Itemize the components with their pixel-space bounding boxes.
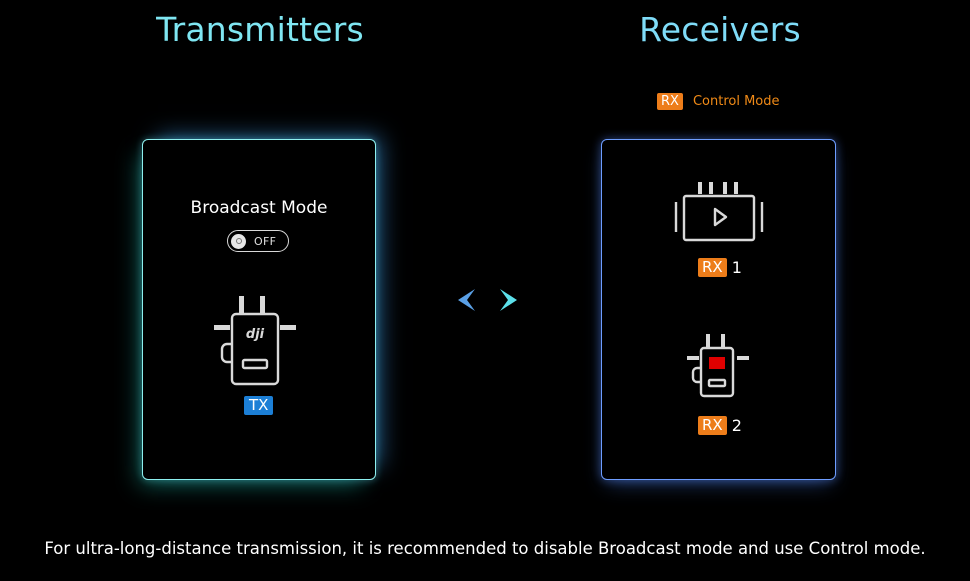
toggle-knob (231, 233, 246, 249)
chevron-left-icon[interactable] (455, 288, 477, 312)
transmitters-title: Transmitters (156, 10, 364, 49)
rx1-badge: RX (698, 258, 727, 277)
rx2-label: RX 2 (698, 416, 742, 435)
rx1-monitor-icon (674, 182, 764, 242)
control-mode-text: Control Mode (692, 94, 780, 109)
transmitter-device-icon: dji (214, 296, 296, 386)
broadcast-mode-toggle[interactable]: OFF (227, 230, 289, 252)
broadcast-mode-label: Broadcast Mode (190, 198, 328, 218)
rx2-number: 2 (731, 416, 742, 435)
rx1-label: RX 1 (698, 258, 742, 277)
rx2-status-indicator (709, 357, 725, 369)
footer-note: For ultra-long-distance transmission, it… (44, 539, 926, 558)
dji-logo: dji (246, 327, 265, 342)
rx2-receiver-icon (687, 334, 749, 398)
tx-badge: TX (244, 396, 274, 415)
rx-mode-badge: RX (657, 93, 683, 110)
transmitter-panel: Broadcast Mode OFF dji TX (142, 139, 376, 480)
control-mode-label: RX Control Mode (657, 93, 780, 110)
chevron-right-icon[interactable] (498, 288, 520, 312)
toggle-state-text: OFF (254, 234, 277, 248)
receiver-panel: RX 1 RX 2 (601, 139, 836, 480)
rx1-number: 1 (731, 258, 742, 277)
receivers-title: Receivers (639, 10, 801, 49)
rx2-badge: RX (698, 416, 727, 435)
